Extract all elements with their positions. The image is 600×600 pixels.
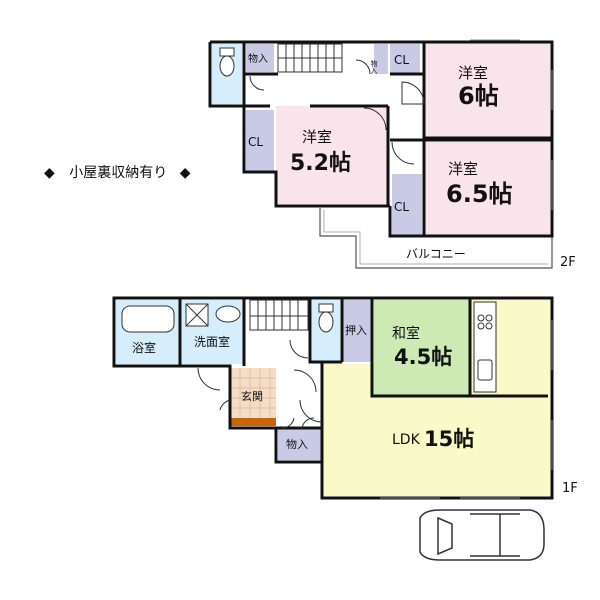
room-52-name: 洋室 [302,128,332,146]
room-52-floor [276,106,388,204]
windows-1f [380,320,553,499]
door-swings-2f [249,59,425,165]
room-6-name: 洋室 [458,64,488,82]
cl-b-label: CL [248,135,263,149]
storage-2f-floor [246,44,274,72]
floor-2f-label: 2F [560,255,576,270]
storage-1f-label: 物入 [286,437,308,451]
room-65-floor [424,142,550,236]
storage-small-floor [374,44,388,74]
oshiire-floor [342,300,372,362]
storage-small-label: 物入 [370,59,378,74]
room-52-size: 5.2帖 [290,151,351,176]
attic-storage-text: 小屋裏収納有り [69,165,168,181]
bath-label: 浴室 [132,340,156,355]
room-65-name: 洋室 [448,160,478,178]
walls-2f [208,40,554,238]
windows-2f [470,39,553,210]
second-floor [208,39,554,269]
floor-1f-label: 1F [562,481,578,496]
genkan-step [230,418,276,426]
cl-a-floor [390,44,420,74]
washroom-label: 洗面室 [194,334,230,349]
diamond-bullet-icon: ◆ [44,165,55,181]
genkan-tiles [230,368,276,418]
car-icon [419,509,545,561]
oshiire-label: 押入 [345,323,367,337]
hall-2f-floor [244,74,424,106]
storage-1f-floor [278,428,322,460]
genkan-floor [230,368,276,418]
first-floor [112,296,554,500]
bathtub-icon [121,305,175,333]
balcony-outline [319,208,553,269]
room-65-size: 6.5帖 [446,180,513,208]
ldk-name: LDK [392,432,421,448]
door-swings-1f [197,339,323,429]
storage-2f-label: 物入 [248,52,268,65]
toilet-2f-icon [219,47,235,77]
washitsu-floor [374,300,470,396]
washitsu-size: 4.5帖 [394,345,452,369]
washitsu-name: 和室 [392,325,420,342]
cl-a-label: CL [394,53,409,67]
room-6-size: 6帖 [458,82,499,110]
genkan-label: 玄関 [241,389,263,403]
diamond-bullet-icon: ◆ [179,165,191,181]
stairs-1f [249,299,309,331]
kitchen-counter-icon [473,301,497,393]
room-6-floor [424,42,550,138]
cl-c-label: CL [394,200,409,214]
cl-b-floor [246,110,274,172]
washbasin-icon [185,303,241,327]
ldk-size: 15帖 [424,427,474,451]
balcony-label: バルコニー [406,247,466,261]
attic-storage-note: ◆ 小屋裏収納有り ◆ [44,162,190,182]
toilet-1f-icon [318,303,334,333]
cl-c-floor [392,174,422,236]
stairs-2f [277,43,343,73]
balcony-inner-line [323,210,548,265]
